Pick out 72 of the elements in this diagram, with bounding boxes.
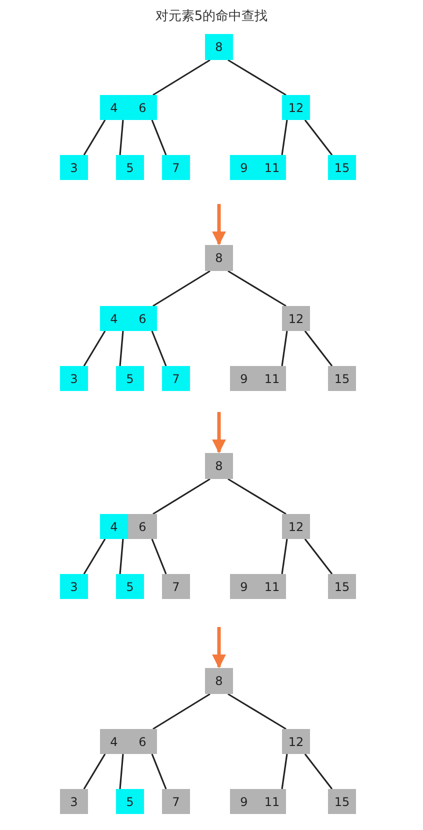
key-box: 4 [100,729,128,754]
key-box: 12 [282,729,310,754]
key-box: 8 [205,34,233,60]
key-box: 5 [116,574,144,599]
tree-line [281,330,288,366]
tree-line [83,330,106,366]
tree-line [228,270,286,307]
tree-line [281,754,288,790]
key-box: 8 [205,453,233,479]
key-box: 12 [282,95,310,120]
key-box: 9 [230,366,258,391]
step-arrow [212,204,226,246]
key-box: 7 [162,789,190,814]
tree-line [304,330,333,366]
key-box: 5 [116,789,144,814]
tree-line [152,693,210,730]
tree-line [228,478,286,515]
step-arrow [212,412,226,454]
key-box: 4 [100,95,128,120]
key-box: 3 [60,366,88,391]
key-box: 6 [128,95,157,120]
key-box: 6 [128,514,157,539]
key-box: 15 [328,366,356,391]
step-arrow [212,627,226,668]
tree-line [119,754,124,790]
key-box: 3 [60,155,88,180]
key-box: 6 [128,306,157,331]
tree-line [119,538,124,574]
key-box: 7 [162,155,190,180]
key-box: 12 [282,306,310,331]
key-box: 11 [258,366,286,391]
tree-line [281,120,288,156]
tree-line [152,478,210,515]
key-box: 9 [230,155,258,180]
key-box: 11 [258,574,286,599]
tree-line [151,120,167,156]
key-box: 3 [60,574,88,599]
tree-line [304,120,333,156]
tree-line [119,120,124,156]
key-box: 7 [162,574,190,599]
tree-line [228,693,286,730]
tree-line [83,538,106,574]
key-box: 9 [230,574,258,599]
key-box: 15 [328,789,356,814]
tree-line [304,538,333,574]
tree-line [151,754,167,790]
tree-line [151,538,167,574]
key-box: 15 [328,155,356,180]
tree-line [83,120,106,156]
title: 对元素5的命中查找 [154,8,269,25]
tree-line [119,330,124,366]
key-box: 3 [60,789,88,814]
key-box: 11 [258,155,286,180]
tree-line [152,59,210,96]
tree-line [83,754,106,790]
tree-line [281,538,288,574]
tree-line [304,754,333,790]
key-box: 9 [230,789,258,814]
key-box: 8 [205,668,233,694]
key-box: 15 [328,574,356,599]
key-box: 4 [100,514,128,539]
key-box: 6 [128,729,157,754]
tree-line [228,59,286,96]
key-box: 4 [100,306,128,331]
key-box: 11 [258,789,286,814]
tree-line [152,270,210,307]
tree-line [151,330,167,366]
key-box: 12 [282,514,310,539]
key-box: 5 [116,366,144,391]
key-box: 5 [116,155,144,180]
key-box: 8 [205,245,233,271]
key-box: 7 [162,366,190,391]
